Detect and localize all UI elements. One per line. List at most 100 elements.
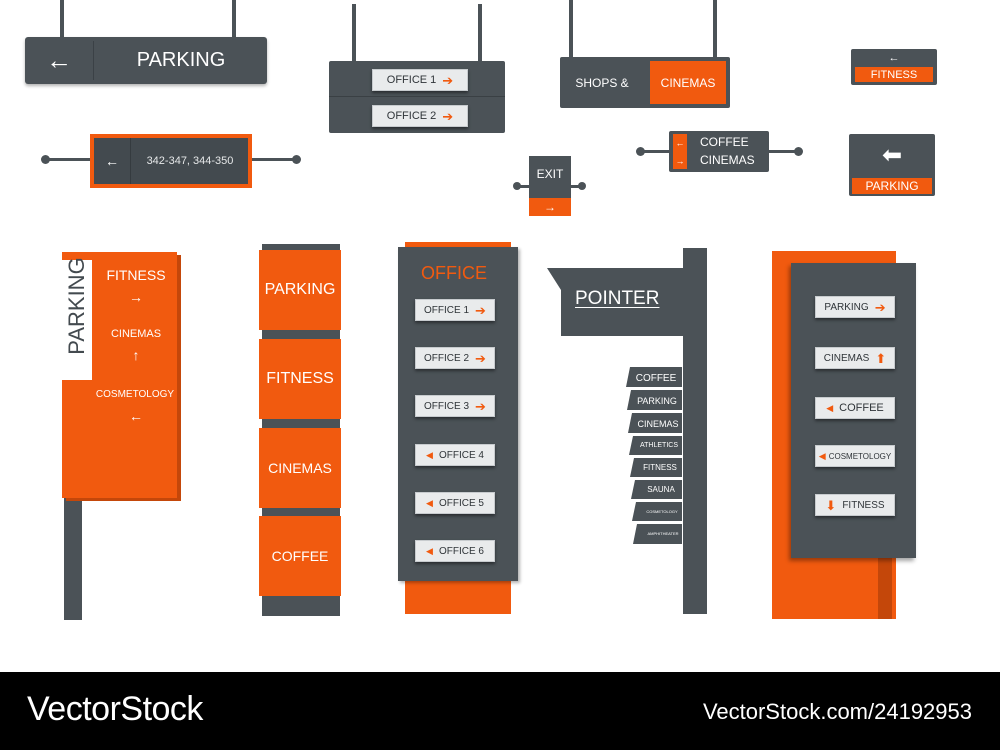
small-fitness-sign: ← FITNESS [851, 49, 937, 85]
arrow-left-icon: ← [888, 52, 900, 64]
pointer-item: SAUNA [647, 484, 675, 494]
directory-item-label: COSMETOLOGY [828, 451, 892, 461]
bracket-cap [636, 147, 645, 156]
office-tower: OFFICE OFFICE 1 ➔ OFFICE 2 ➔ OFFICE 3 ➔ … [398, 247, 518, 581]
arrow-left-icon: ◀ [426, 497, 433, 508]
arrow-right-icon: → [129, 289, 143, 305]
pointer-slat [627, 390, 682, 410]
pointer-slat [633, 524, 682, 544]
pointer-item: FITNESS [643, 462, 677, 472]
watermark-footer: VectorStock VectorStock.com/24192953 [0, 672, 1000, 750]
pointer-slat [629, 436, 682, 455]
hanger-rod [478, 4, 482, 62]
arrow-right-icon: ➔ [874, 299, 886, 315]
directory-board: PARKING ➔ CINEMAS ⬆ ◀ COFFEE ◀ COSMETOLO… [791, 263, 916, 558]
bracket-cap [513, 182, 521, 190]
directory-item: ◀ COFFEE [815, 397, 895, 419]
office-1-plate: OFFICE 1 ➔ [372, 69, 468, 91]
pointer-item: AMPHITHEATER [647, 530, 679, 536]
exit-label: EXIT [536, 167, 564, 181]
office-tower-item-label: OFFICE 4 [438, 449, 484, 461]
arrow-right-icon: ➔ [475, 302, 486, 318]
directory-item: CINEMAS ⬆ [815, 347, 895, 369]
pointer-title: POINTER [575, 288, 660, 309]
bracket-cap [41, 155, 50, 164]
rooms-label: 342-347, 344-350 [146, 155, 234, 167]
cinemas-label: CINEMAS [700, 153, 755, 167]
pointer-item: COSMETOLOGY [646, 508, 678, 514]
office-tower-item-label: OFFICE 3 [424, 400, 470, 412]
pointer-slat [626, 367, 682, 387]
office-2-plate: OFFICE 2 ➔ [372, 105, 468, 127]
hanger-rod [60, 0, 64, 38]
arrow-right-icon: ➔ [475, 350, 486, 366]
arrow-right-icon: ➔ [442, 72, 454, 88]
arrow-right-icon: → [529, 198, 571, 216]
arrow-left-icon: ◀ [426, 545, 433, 556]
arrow-left-icon: ◀ [818, 450, 826, 461]
hanging-offices-sign: OFFICE 1 ➔ OFFICE 2 ➔ [329, 61, 505, 133]
bracket-cap [292, 155, 301, 164]
hanging-shops-sign: SHOPS & CINEMAS [560, 57, 730, 108]
pointer-slat [631, 480, 682, 499]
arrow-left-icon: ◀ [426, 449, 433, 460]
arrow-left-icon: ← [129, 408, 143, 424]
orange-totem: PARKING FITNESS → CINEMAS ↑ COSMETOLOGY … [62, 252, 177, 498]
directory-item: ◀ COSMETOLOGY [815, 445, 895, 467]
fitness-label: FITNESS [855, 67, 933, 82]
arrow-left-icon: ⬅ [881, 141, 903, 169]
arrow-up-icon: ↑ [132, 347, 140, 363]
office-tower-title: OFFICE [421, 262, 487, 283]
totem-pole [64, 490, 82, 620]
arrow-left-icon: ← [675, 137, 685, 148]
arrow-right-icon: ➔ [442, 108, 454, 124]
divider [93, 41, 94, 80]
arrow-left-icon: ◀ [826, 402, 834, 413]
fitness-label: FITNESS [106, 267, 166, 283]
directory-item-label: PARKING [824, 301, 869, 313]
vertical-parking-label: PARKING [64, 257, 89, 355]
divider [130, 138, 131, 184]
coffee-cinemas-sign: ← → COFFEE CINEMAS [669, 131, 769, 172]
footer-url: VectorStock.com/24192953 [702, 699, 972, 724]
cinemas-label: CINEMAS [110, 328, 162, 340]
pointer-slat [630, 458, 682, 477]
directory-backing-side [878, 556, 892, 619]
stack-fitness: FITNESS [259, 339, 341, 419]
arrow-left-icon: ← [46, 45, 72, 75]
directory-item-label: FITNESS [842, 499, 885, 511]
hanger-rod [569, 0, 573, 58]
bracket-rod [250, 158, 298, 161]
cinemas-label: CINEMAS [650, 61, 726, 104]
directory-item-label: CINEMAS [823, 352, 870, 364]
pointer-post [683, 248, 707, 614]
arrow-up-icon: ⬆ [875, 350, 887, 366]
arrow-left-icon: ← [105, 153, 119, 169]
directory-item: ⬇ FITNESS [815, 494, 895, 516]
directory-item-label: COFFEE [839, 402, 884, 414]
pointer-item: PARKING [637, 396, 677, 406]
divider [329, 96, 505, 97]
cosmetology-label: COSMETOLOGY [95, 388, 175, 400]
vertical-parking-panel: PARKING [62, 257, 92, 380]
office-tower-item: ◀ OFFICE 6 [415, 540, 495, 562]
pointer-item: CINEMAS [637, 419, 679, 429]
office-2-label: OFFICE 2 [386, 110, 437, 122]
bracket-cap [578, 182, 586, 190]
arrow-right-icon: ➔ [475, 398, 486, 414]
hanging-parking-sign: ← PARKING [25, 37, 267, 84]
arrow-right-icon: → [675, 155, 685, 166]
pointer-slat [628, 413, 682, 433]
hanger-rod [232, 0, 236, 38]
parking-label: PARKING [852, 178, 932, 194]
office-tower-item: OFFICE 2 ➔ [415, 347, 495, 369]
office-tower-item-label: OFFICE 5 [438, 497, 484, 509]
office-tower-item-label: OFFICE 2 [424, 352, 470, 364]
parking-label: PARKING [136, 49, 226, 71]
bracket-rod [44, 158, 94, 161]
office-tower-item: ◀ OFFICE 5 [415, 492, 495, 514]
pointer-banner-shape [547, 268, 685, 336]
directory-item: PARKING ➔ [815, 296, 895, 318]
arrow-strip [673, 134, 687, 169]
stack-coffee: COFFEE [259, 516, 341, 596]
